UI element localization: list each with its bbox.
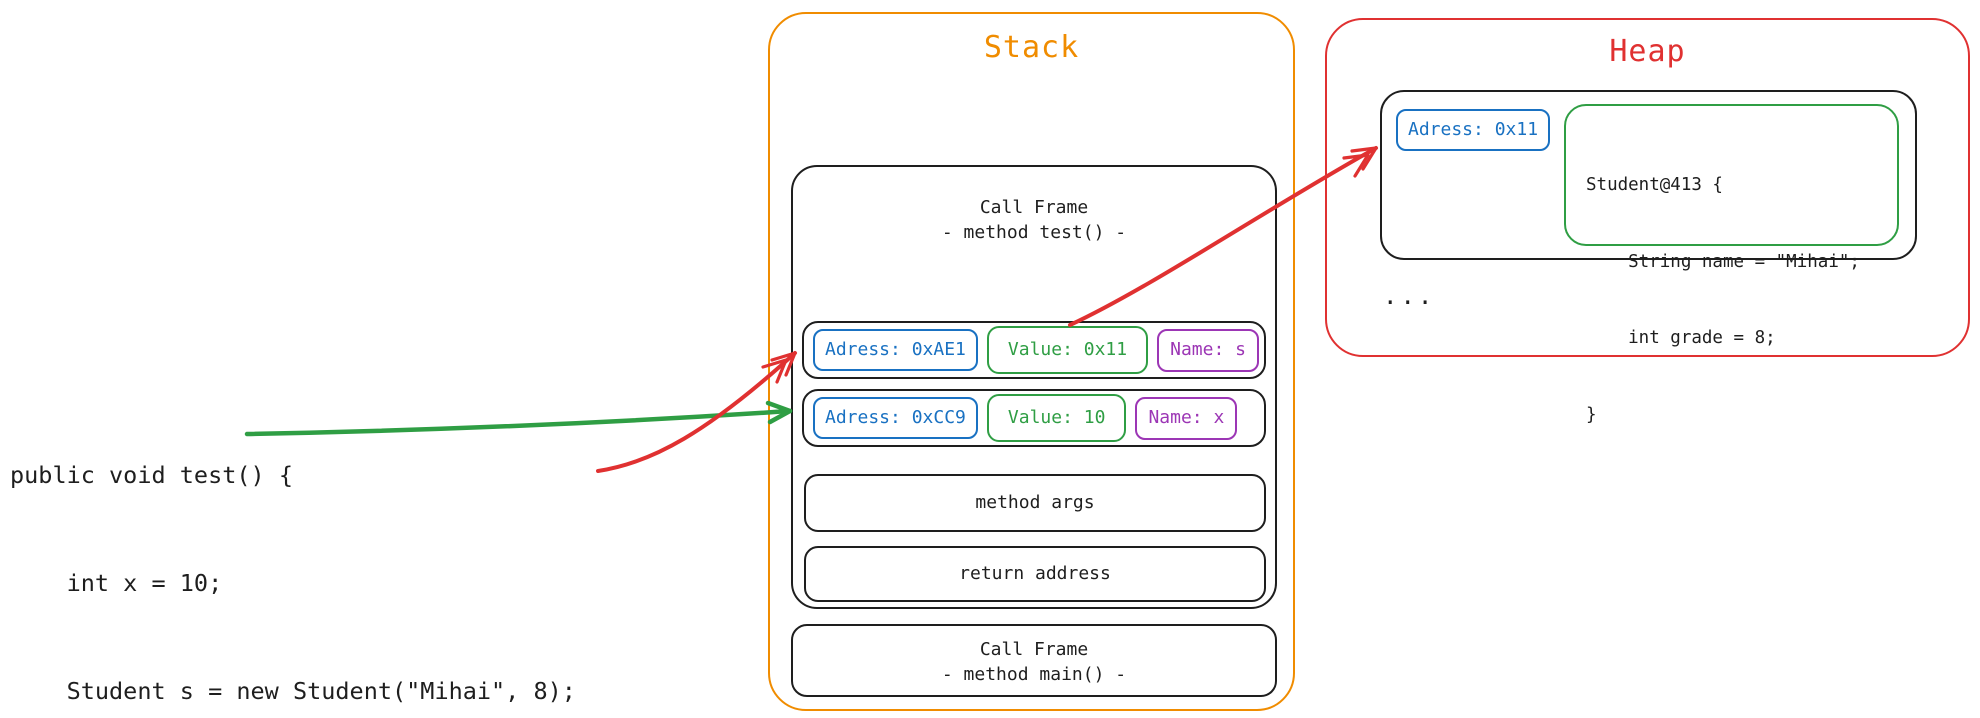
code-line-new-student: Student s = new Student("Mihai", 8); — [10, 677, 576, 705]
code-snippet: public void test() { int x = 10; Student… — [10, 385, 576, 718]
call-frame-main-title: Call Frame - method main() - — [793, 637, 1275, 687]
student-code-grade-field: int grade = 8; — [1586, 328, 1776, 348]
stack-panel: Stack Call Frame - method test() - Adres… — [768, 12, 1295, 711]
value-chip-s: Value: 0x11 — [986, 326, 1149, 374]
stack-title: Stack — [983, 30, 1080, 65]
student-code-header: Student@413 { — [1586, 175, 1723, 195]
call-frame-test-title: Call Frame - method test() - — [793, 195, 1275, 245]
call-frame-main: Call Frame - method main() - — [791, 624, 1277, 697]
name-chip-x: Name: x — [1135, 396, 1238, 440]
call-frame-test: Call Frame - method test() - Adress: 0xA… — [791, 165, 1277, 609]
value-chip-x: Value: 10 — [986, 394, 1127, 442]
arrow-new-student-to-stack-slot — [596, 351, 797, 473]
call-frame-test-label: Call Frame — [979, 197, 1089, 218]
heap-object-box: Adress: 0x11 Student@413 { String name =… — [1380, 90, 1917, 425]
variable-row-s: Adress: 0xAE1 Value: 0x11 Name: s — [802, 321, 1266, 379]
name-chip-s: Name: s — [1157, 328, 1259, 372]
call-frame-test-method: - method test() - — [941, 222, 1127, 243]
variable-row-x: Adress: 0xCC9 Value: 10 Name: x — [802, 389, 1266, 447]
address-chip-x: Adress: 0xCC9 — [813, 397, 978, 439]
heap-title: Heap — [1609, 34, 1686, 69]
code-line-method-signature: public void test() { — [10, 461, 293, 489]
call-frame-main-label: Call Frame — [979, 639, 1089, 660]
address-chip-s: Adress: 0xAE1 — [813, 329, 978, 371]
student-code-name-field: String name = "Mihai"; — [1586, 251, 1860, 272]
heap-address-chip: Adress: 0x11 — [1396, 109, 1551, 151]
student-code-closing-brace: } — [1586, 404, 1597, 425]
return-address-box: return address — [804, 546, 1266, 602]
code-line-int-x: int x = 10; — [10, 569, 223, 597]
heap-ellipsis: ... — [1383, 282, 1436, 310]
heap-panel: Heap Adress: 0x11 Student@413 { String n… — [1325, 18, 1970, 425]
call-frame-main-method: - method main() - — [941, 664, 1127, 685]
student-object-code: Student@413 { String name = "Mihai"; int… — [1566, 106, 1897, 479]
student-object-box: Student@413 { String name = "Mihai"; int… — [1564, 104, 1899, 425]
method-args-box: method args — [804, 474, 1266, 532]
